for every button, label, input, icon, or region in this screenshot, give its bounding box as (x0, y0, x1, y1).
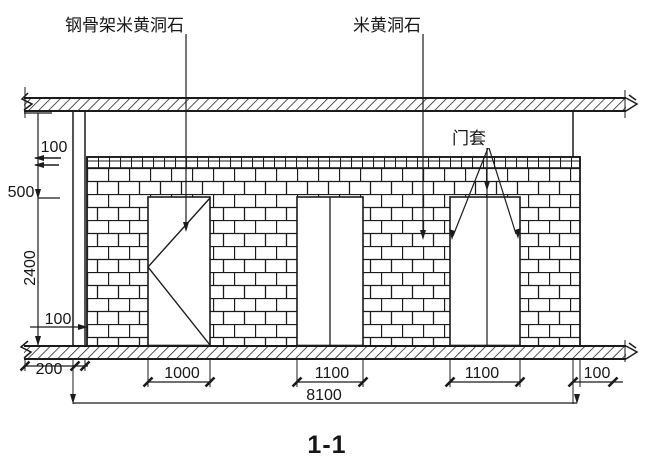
floor-hatch (24, 346, 626, 359)
section-title: 1-1 (307, 431, 346, 459)
dimensions-left: 100 500 2400 100 (8, 112, 88, 346)
callout-stone: 米黄洞石 (353, 16, 421, 35)
dimensions-bottom (19, 360, 623, 404)
wall-side-lines (72, 111, 574, 346)
leader-door-casing-right (488, 147, 517, 235)
door-opening-2 (296, 196, 364, 347)
leader-door-casing-left (452, 147, 489, 237)
dim-base-height: 100 (45, 311, 72, 328)
door-swing-symbol (147, 197, 211, 346)
door-opening-1 (147, 196, 211, 347)
dimension-labels-bottom: 200 1000 1100 1100 100 8100 (36, 361, 611, 404)
leader-arrow (515, 228, 521, 239)
ceiling-slab (20, 87, 639, 118)
leader-arrow (484, 181, 490, 191)
break-mark-right (625, 342, 639, 360)
callout-door-casing: 门套 (452, 129, 486, 148)
leader-arrow (183, 222, 189, 232)
coping-course (86, 156, 581, 169)
dim-left-offset: 200 (36, 361, 63, 378)
dim-total-width: 8100 (306, 387, 342, 404)
leader-arrow (449, 229, 455, 240)
callout-steel-frame-stone: 钢骨架米黄洞石 (65, 16, 184, 35)
dim-door2-width: 1100 (315, 365, 350, 382)
break-mark-right (625, 94, 639, 112)
break-mark-left (19, 340, 33, 359)
door-opening-3 (449, 196, 521, 347)
dim-door1-width: 1000 (164, 365, 200, 382)
ceiling-hatch (24, 98, 626, 111)
dim-door-height: 2400 (22, 250, 39, 286)
dim-right-offset: 100 (584, 365, 611, 382)
leader-arrow (420, 230, 426, 240)
dim-lintel-height: 500 (8, 184, 35, 201)
callouts: 钢骨架米黄洞石 米黄洞石 门套 (65, 16, 521, 345)
dim-coping-height: 100 (41, 139, 68, 156)
dim-door3-width: 1100 (465, 365, 500, 382)
